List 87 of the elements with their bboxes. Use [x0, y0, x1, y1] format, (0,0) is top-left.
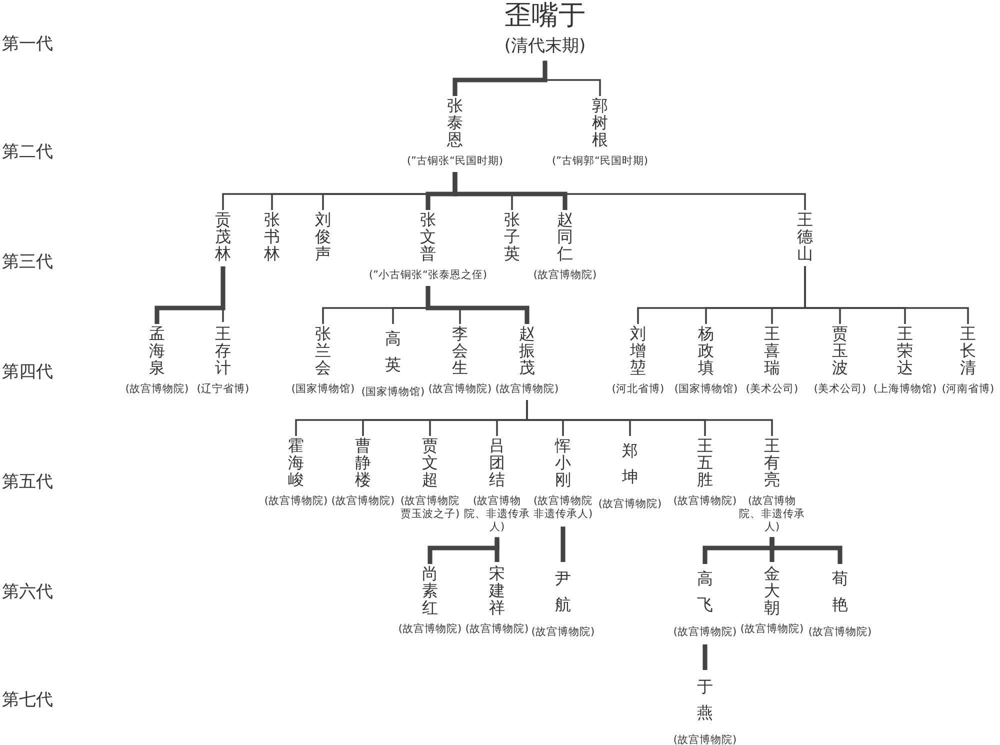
person-name: 王有亮 [764, 438, 780, 488]
affiliation-note: (”古铜张“民国时期) [406, 155, 504, 168]
lineage-connector [702, 644, 708, 670]
affiliation-note: (国家博物馆) [674, 383, 738, 396]
affiliation-note: (故宫博物院) [125, 383, 189, 396]
person-name: 张兰会 [315, 326, 331, 376]
affiliation-note: (河北省博) [612, 383, 664, 396]
lineage-connector [452, 172, 568, 210]
person-name: 贡茂林 [215, 212, 231, 262]
generation-label: 第五代 [2, 471, 53, 493]
lineage-connector [494, 539, 500, 562]
affiliation-note: (故宫博物院) [264, 495, 328, 508]
affiliation-note: (上海博物馆) [873, 383, 937, 396]
person-name: 尚素红 [422, 566, 438, 616]
person-name: 于燕 [697, 676, 713, 724]
affiliation-note: (故宫博物院) [673, 495, 737, 508]
person-name: 李会生 [452, 326, 468, 376]
lineage-connector [154, 266, 226, 324]
affiliation-note: (国家博物馆) [361, 386, 425, 398]
person-name: 曹静楼 [355, 438, 371, 488]
person-name: 王德山 [797, 212, 813, 262]
lineage-connector [426, 286, 530, 324]
affiliation-note: (故宫博物院) [673, 734, 737, 745]
affiliation-note: (故宫博物院、非遗传承人) [739, 495, 805, 534]
affiliation-note: (美术公司) [814, 383, 866, 396]
person-name: 张泰恩 [447, 98, 463, 148]
affiliation-note: (美术公司) [746, 383, 798, 396]
affiliation-note: (故宫博物院) [331, 495, 395, 508]
affiliation-note: (故宫博物院) [531, 626, 595, 638]
person-name: 吕团结 [489, 438, 505, 488]
affiliation-note: (”小古铜张“张泰恩之侄) [368, 269, 488, 282]
person-name: 王五胜 [697, 438, 713, 488]
generation-label: 第二代 [2, 141, 53, 163]
affiliation-note: (故宫博物院) [465, 623, 529, 636]
generation-label: 第六代 [2, 581, 53, 603]
lineage-connector [526, 400, 773, 436]
person-name: 王存计 [215, 326, 231, 376]
person-name: 张子英 [504, 212, 520, 262]
affiliation-note: (河南省博) [942, 383, 994, 396]
person-name: 赵同仁 [557, 212, 573, 262]
affiliation-note: (故宫博物院) [495, 383, 559, 396]
generation-label: 第七代 [2, 689, 53, 711]
lineage-connector [452, 60, 548, 96]
affiliation-note: (故宫博物院) [740, 623, 804, 636]
person-name: 郭树根 [592, 98, 608, 148]
person-name: 贾文超 [422, 438, 438, 488]
affiliation-note: (故宫博物院) [428, 383, 492, 396]
generation-label: 第四代 [2, 361, 53, 383]
affiliation-note: (”古铜郭“民国时期) [552, 155, 648, 168]
person-name: 赵振茂 [519, 326, 535, 376]
person-name: 王长清 [960, 326, 976, 376]
person-name: 王荣达 [897, 326, 913, 376]
person-name: 霍海峻 [288, 438, 304, 488]
affiliation-note: (清代末期) [504, 36, 586, 57]
generation-label: 第一代 [2, 33, 53, 55]
person-name: 张书林 [264, 212, 280, 262]
lineage-connector [560, 526, 566, 562]
affiliation-note: (故宫博物院) [598, 498, 662, 510]
person-name: 杨政填 [698, 326, 714, 376]
person-name: 恽小刚 [555, 438, 571, 488]
person-name: 高飞 [697, 568, 713, 616]
affiliation-note: (故宫博物院、非遗传承人) [464, 495, 530, 534]
person-name: 荀艳 [832, 568, 848, 616]
affiliation-note: (故宫博物院) [673, 626, 737, 638]
generation-label: 第三代 [2, 251, 53, 273]
person-name: 刘俊声 [315, 212, 331, 262]
person-name: 王喜瑞 [764, 326, 780, 376]
affiliation-note: (故宫博物院非遗传承人) [532, 495, 594, 521]
person-name: 郑坤 [622, 440, 638, 488]
person-name: 金大朝 [764, 566, 780, 616]
person-name: 尹航 [555, 568, 571, 616]
person-name: 歪嘴于 [504, 0, 586, 32]
affiliation-note: (故宫博物院贾玉波之子) [399, 495, 461, 521]
lineage-connector [804, 266, 969, 324]
affiliation-note: (辽宁省博) [196, 383, 250, 396]
lineage-connector [770, 537, 842, 564]
affiliation-note: (国家博物馆) [291, 383, 355, 396]
person-name: 贾玉波 [832, 326, 848, 376]
affiliation-note: (故宫博物院) [808, 626, 872, 638]
person-name: 高英 [385, 328, 401, 376]
person-name: 刘增堃 [630, 326, 646, 376]
person-name: 宋建祥 [489, 566, 505, 616]
affiliation-note: (故宫博物院) [533, 269, 597, 282]
affiliation-note: (故宫博物院) [398, 623, 462, 636]
person-name: 张文普 [420, 212, 436, 262]
person-name: 孟海泉 [149, 326, 165, 376]
lineage-connector [428, 537, 500, 564]
